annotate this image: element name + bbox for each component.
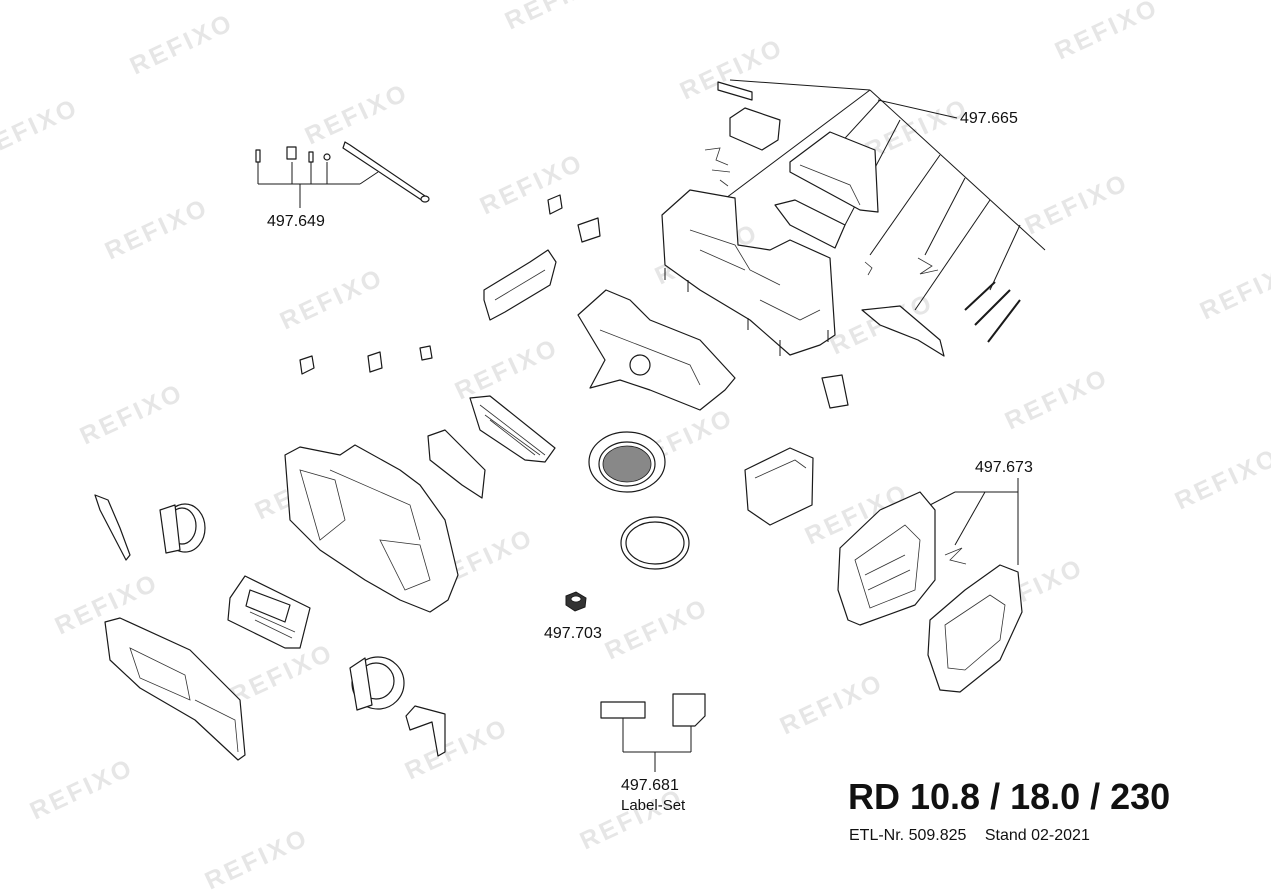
watermark: REFIXO <box>861 93 974 165</box>
front-panel <box>104 617 246 761</box>
speaker-ring <box>620 516 690 570</box>
part-group-497-665: 497.665 <box>689 79 1046 357</box>
label-497-673: 497.673 <box>975 459 1033 476</box>
watermark: REFIXO <box>476 148 589 220</box>
base-plate <box>577 289 736 411</box>
watermark: REFIXO <box>1196 253 1271 325</box>
label-497-703: 497.703 <box>544 625 602 642</box>
etl-stand: Stand 02-2021 <box>984 827 1090 844</box>
watermark: REFIXO <box>601 593 714 665</box>
watermark: REFIXO <box>276 263 389 335</box>
bracket <box>483 249 557 321</box>
side-box <box>744 447 814 526</box>
watermark: REFIXO <box>1171 443 1271 515</box>
watermark: REFIXO <box>776 668 889 740</box>
label-497-649: 497.649 <box>267 213 325 230</box>
etl-info: ETL-Nr. 509.825 Stand 02-2021 <box>849 827 1104 845</box>
chassis-upper <box>661 189 836 356</box>
amplifier-board <box>427 429 486 499</box>
watermark: REFIXO <box>201 823 314 895</box>
watermark: REFIXO <box>451 333 564 405</box>
grille-plate <box>469 395 556 463</box>
label-497-665: 497.665 <box>960 110 1018 127</box>
part-group-497-649: 497.649 <box>255 141 430 230</box>
part-group-497-681: 497.681 Label-Set <box>600 693 706 814</box>
watermark: REFIXO <box>76 378 189 450</box>
etl-number: ETL-Nr. 509.825 <box>849 827 967 844</box>
left-speaker <box>94 494 206 561</box>
display-panel <box>227 575 311 649</box>
model-title: RD 10.8 / 18.0 / 230 <box>848 776 1171 817</box>
watermark: REFIXO <box>501 0 614 35</box>
watermark: REFIXO <box>101 193 214 265</box>
watermark: REFIXO <box>126 8 239 80</box>
label-497-681: 497.681 <box>621 777 679 794</box>
small-fasteners <box>299 194 601 375</box>
label-497-681-sub: Label-Set <box>621 797 686 814</box>
part-group-497-673: 497.673 <box>837 459 1033 693</box>
watermark: REFIXO <box>301 78 414 150</box>
watermark: REFIXO <box>1001 363 1114 435</box>
bottom-speaker <box>349 656 446 757</box>
part-group-497-703: 497.703 <box>544 591 602 642</box>
main-housing <box>284 444 459 613</box>
speaker-grille <box>588 431 666 493</box>
watermark: REFIXO <box>26 753 139 825</box>
watermark: REFIXO <box>1021 168 1134 240</box>
watermark: REFIXO <box>0 93 83 165</box>
pcb-small <box>821 374 849 409</box>
watermark: REFIXO <box>226 638 339 710</box>
watermark: REFIXO <box>1051 0 1164 65</box>
